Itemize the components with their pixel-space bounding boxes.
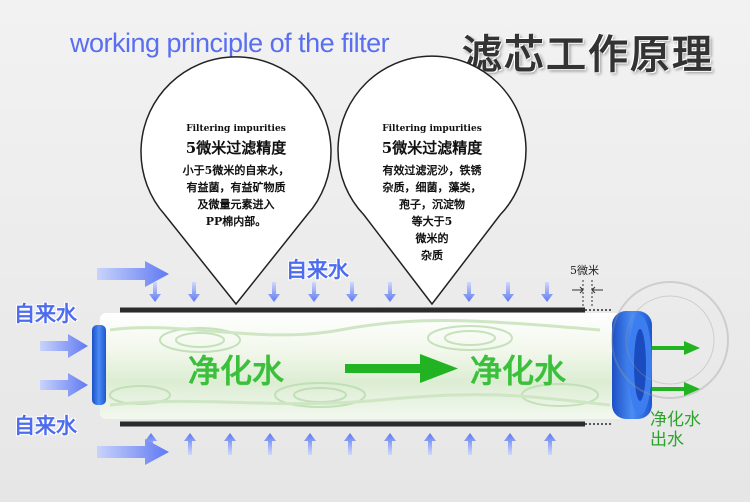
micron-dimension-marker [572,280,603,306]
callout-balloon-left [140,56,332,306]
arrow-up-11 [544,433,556,455]
outlet-label-line-1: 净化水 [650,410,701,430]
arrow-down-4 [308,282,320,302]
outlet-label: 净化水 出水 [650,410,701,450]
arrow-up-4 [264,433,276,455]
title-english: working principle of the filter [70,28,390,58]
arrow-down-1 [149,282,161,302]
callout-left-heading: 5微米过滤精度 [185,139,287,157]
callout-right-line-4: 等大于5 [411,215,453,228]
arrow-up-3 [224,433,236,455]
watermark-seal [611,281,729,399]
callout-right-english: Filtering impurities [382,124,482,134]
callout-right-body: 有效过滤泥沙，铁锈 杂质，细菌，藻类， 孢子，沉淀物 等大于5 微米的 杂质 [360,162,504,264]
title-chinese: 滤芯工作原理 [462,32,714,78]
arrow-right-3 [40,373,88,397]
purified-water-label-right: 净化水 [470,352,567,390]
arrow-down-6 [384,282,396,302]
outlet-arrows [652,341,700,396]
arrow-up-7 [384,433,396,455]
tap-water-label-top: 自来水 [286,258,349,282]
callout-right: Filtering impurities 5微米过滤精度 有效过滤泥沙，铁锈 杂… [360,124,504,264]
arrow-up-5 [304,433,316,455]
top-inflow-arrows [149,282,553,302]
tap-water-label-bottom: 自来水 [14,414,77,438]
callout-balloon-right [337,55,527,306]
arrow-right-2 [40,334,88,358]
arrow-up-2 [184,433,196,455]
micron-label: 5微米 [570,264,599,277]
arrow-down-5 [346,282,358,302]
callout-left-line-1: 小于5微米的自来水， [182,164,290,177]
purified-water-label-left: 净化水 [188,352,285,390]
callout-left-line-3: 及微量元素进入 [197,198,275,211]
arrow-down-3 [268,282,280,302]
callout-left-body: 小于5微米的自来水， 有益菌，有益矿物质 及微量元素进入 PP棉内部。 [163,162,309,230]
arrow-up-9 [464,433,476,455]
callout-right-line-6: 杂质 [421,249,443,262]
callout-right-heading: 5微米过滤精度 [381,139,483,157]
arrow-up-10 [504,433,516,455]
arrow-down-9 [541,282,553,302]
arrow-up-8 [424,433,436,455]
arrow-right-1 [97,261,169,287]
arrow-down-2 [188,282,200,302]
callout-right-line-2: 杂质，细菌，藻类， [382,181,482,194]
arrow-right-4 [97,439,169,465]
flow-arrow-center [345,354,458,383]
callout-right-line-3: 孢子，沉淀物 [399,198,465,211]
bottom-inflow-arrows [145,433,556,455]
outlet-cap [612,311,652,419]
arrow-down-7 [463,282,475,302]
arrow-up-6 [344,433,356,455]
callout-left-english: Filtering impurities [186,124,286,134]
callout-left: Filtering impurities 5微米过滤精度 小于5微米的自来水， … [163,124,309,230]
callout-right-line-1: 有效过滤泥沙，铁锈 [382,164,482,177]
callout-left-line-2: 有益菌，有益矿物质 [186,181,286,194]
inlet-cap [92,325,106,405]
callout-left-line-4: PP棉内部。 [205,215,267,228]
outlet-label-line-2: 出水 [650,430,684,450]
arrow-down-8 [502,282,514,302]
callout-right-line-5: 微米的 [415,232,449,245]
left-inflow-arrows [40,261,169,465]
tap-water-label-left: 自来水 [14,302,77,326]
